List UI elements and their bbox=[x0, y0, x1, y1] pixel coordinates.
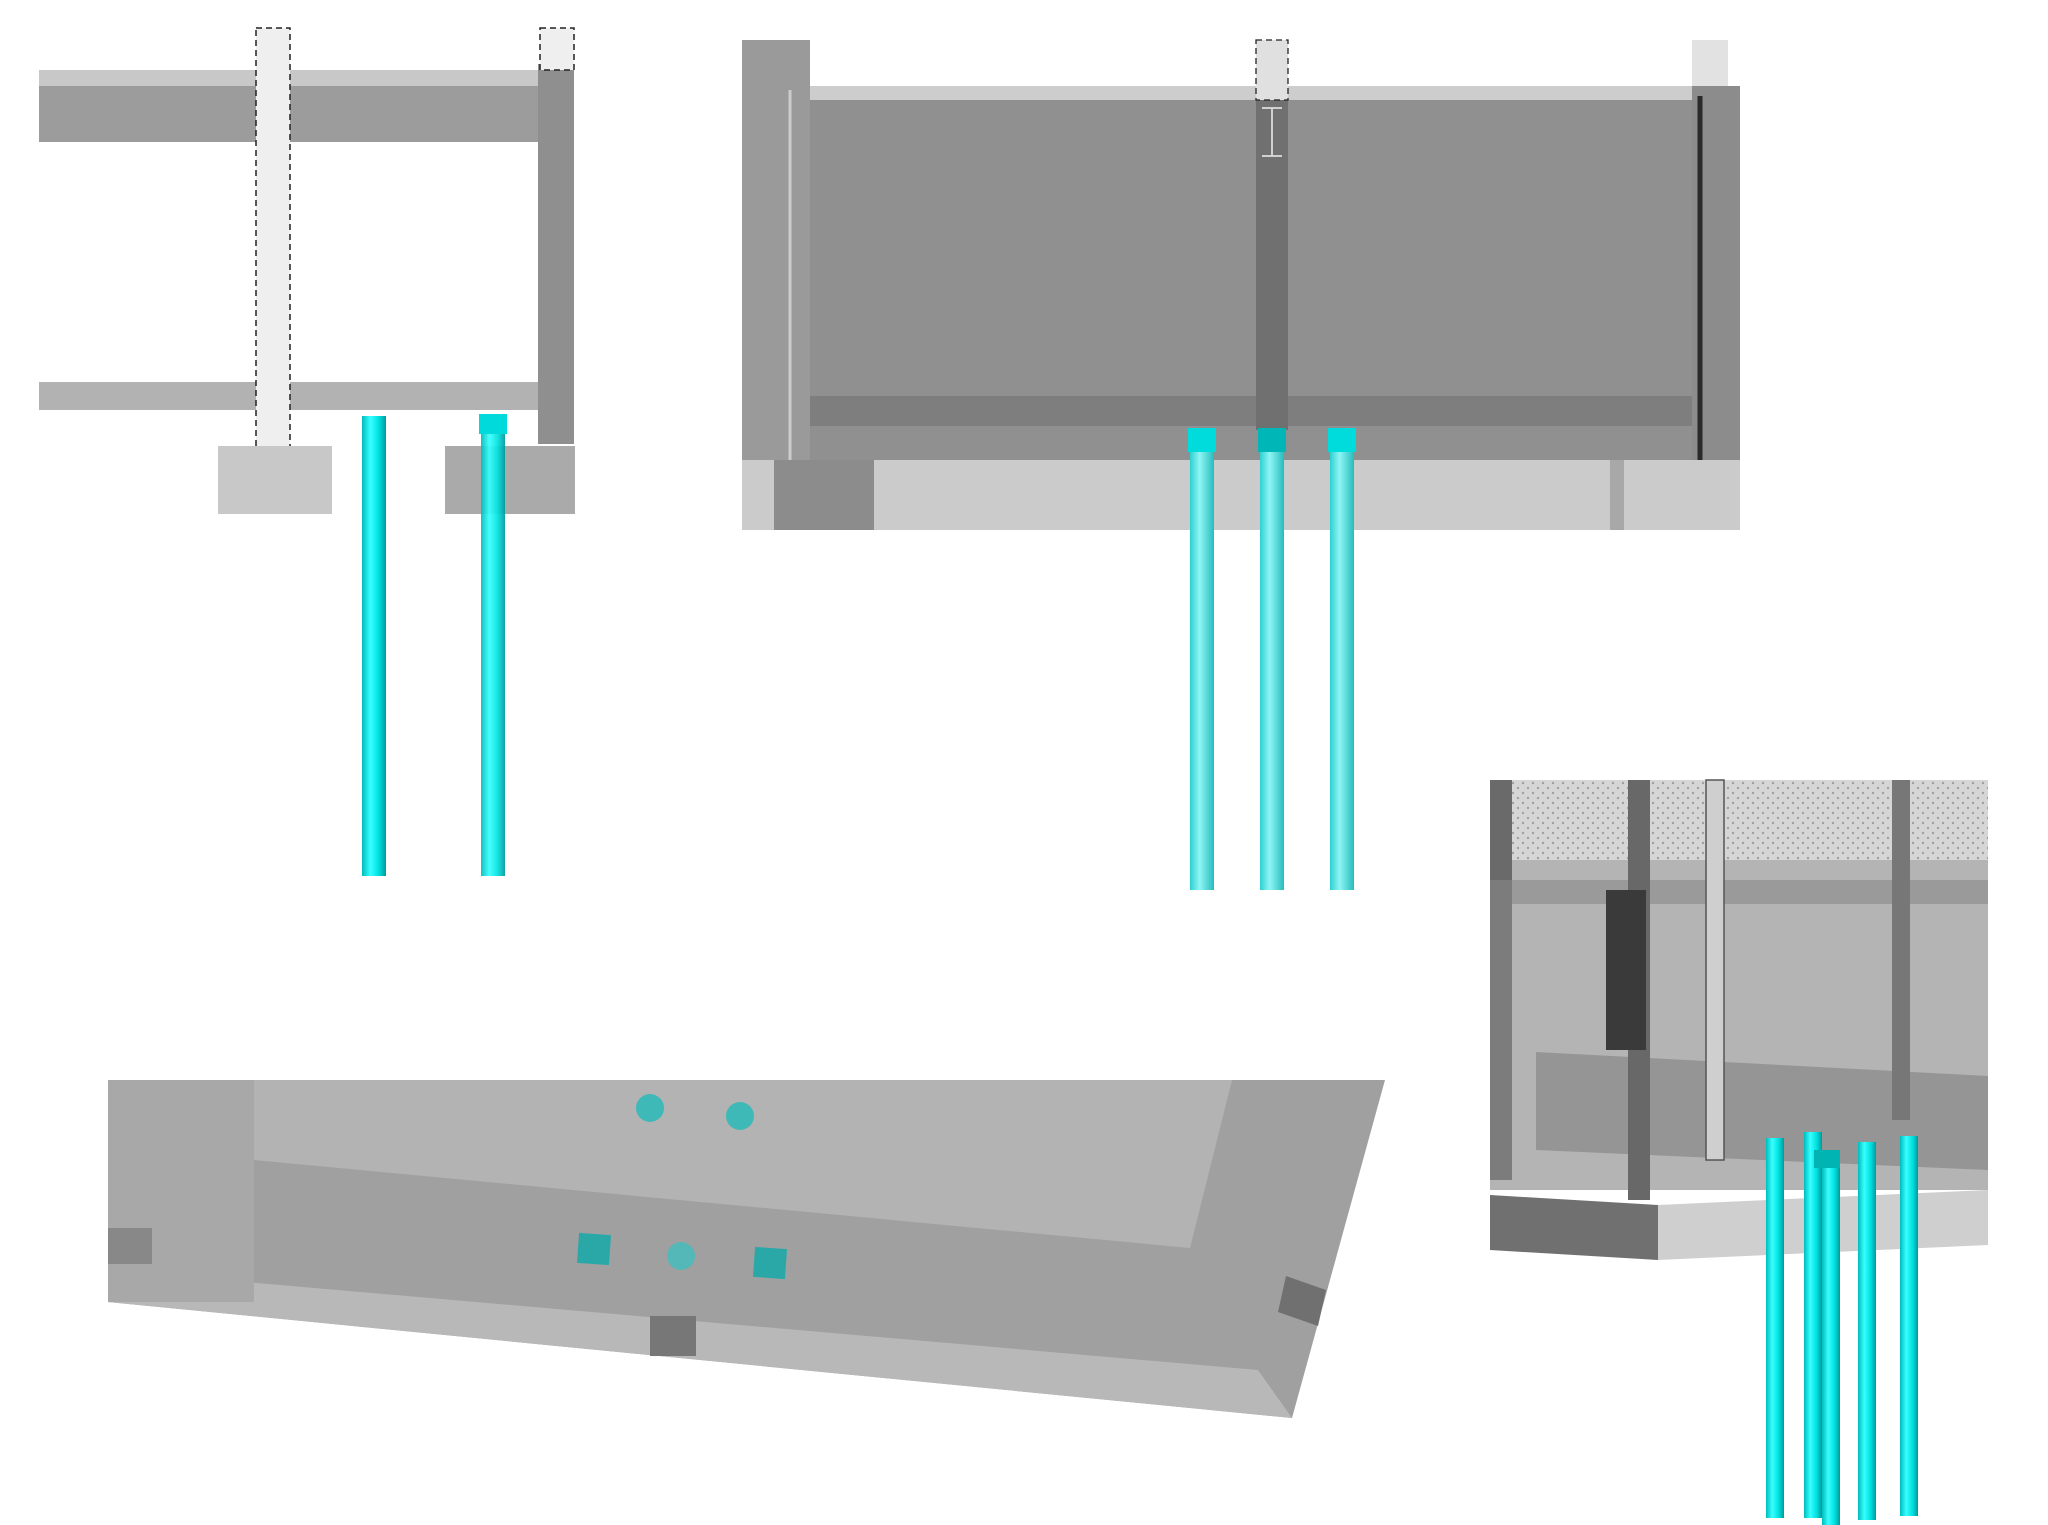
pile-marker-5 bbox=[752, 1246, 788, 1280]
pile-marker-2 bbox=[726, 1102, 754, 1130]
pile-cap-left bbox=[218, 446, 332, 514]
pile-1 bbox=[362, 416, 386, 876]
iso-pile-3 bbox=[1822, 1150, 1840, 1525]
bottom-slab bbox=[39, 382, 574, 410]
iso-pile-cap bbox=[1490, 1195, 1658, 1260]
iso-column-1 bbox=[1490, 780, 1512, 880]
elevation-view bbox=[742, 39, 1740, 890]
iso-pile-5 bbox=[1900, 1136, 1918, 1516]
pile-head-2 bbox=[479, 414, 507, 434]
isometric-view bbox=[1490, 779, 1988, 1525]
footing-step bbox=[1610, 460, 1624, 530]
pile-2 bbox=[481, 416, 505, 876]
pile-marker-4 bbox=[667, 1242, 695, 1270]
iso-pile-head bbox=[1814, 1150, 1840, 1168]
pile-3 bbox=[1190, 430, 1214, 890]
plan-bottom-block bbox=[650, 1316, 696, 1356]
pile-head-5 bbox=[1328, 428, 1356, 452]
pile-4 bbox=[1260, 430, 1284, 890]
iso-top-pattern bbox=[1490, 780, 1988, 866]
section-view bbox=[39, 27, 575, 876]
iso-pile-2 bbox=[1804, 1132, 1822, 1518]
iso-left-wall bbox=[1490, 880, 1512, 1180]
plan-left-band bbox=[108, 1080, 254, 1302]
pile-marker-1 bbox=[636, 1094, 664, 1122]
iso-slab bbox=[1490, 880, 1988, 904]
iso-pile-1 bbox=[1766, 1138, 1784, 1518]
column-hidden-2 bbox=[539, 27, 575, 71]
beam-symbol-icon bbox=[1262, 107, 1282, 157]
plan-view bbox=[108, 1080, 1385, 1418]
footing-dark-block bbox=[774, 460, 874, 530]
wall-left-end bbox=[742, 40, 810, 460]
footing-inner-top bbox=[254, 1080, 1232, 1248]
top-slab-edge bbox=[39, 70, 574, 86]
plan-corner-block bbox=[1278, 1276, 1326, 1326]
side-wall bbox=[538, 64, 574, 444]
footing-base bbox=[742, 460, 1740, 530]
column-hidden bbox=[255, 27, 291, 449]
footing-edge-band bbox=[108, 1270, 1292, 1418]
iso-column-3 bbox=[1705, 779, 1725, 1161]
iso-column-4 bbox=[1892, 780, 1910, 1120]
iso-pile-4 bbox=[1858, 1142, 1876, 1520]
pile-head-3 bbox=[1188, 428, 1216, 452]
plan-left-notch bbox=[108, 1228, 152, 1264]
wall-top-edge bbox=[742, 86, 1740, 100]
top-stub-right bbox=[1692, 40, 1728, 86]
pile-head-4 bbox=[1258, 428, 1286, 452]
iso-dark-panel bbox=[1606, 890, 1646, 1050]
center-column-top bbox=[1255, 39, 1289, 101]
pile-cap-right bbox=[445, 446, 575, 514]
pile-marker-3 bbox=[576, 1232, 612, 1266]
pile-5 bbox=[1330, 430, 1354, 890]
wall-bottom-band bbox=[742, 396, 1740, 426]
